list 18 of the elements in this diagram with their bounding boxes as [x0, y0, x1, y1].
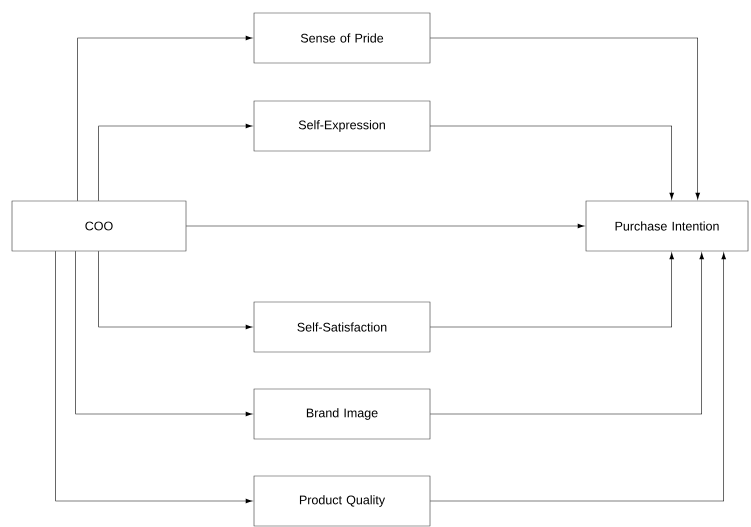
arrow — [430, 252, 674, 328]
arrow — [98, 124, 253, 201]
process-box: Product Quality — [254, 476, 430, 526]
arrow — [430, 38, 700, 200]
arrow — [75, 251, 253, 416]
arrow — [55, 251, 253, 504]
arrow — [430, 126, 674, 200]
process-box: Self-Expression — [254, 100, 430, 152]
arrow — [98, 251, 253, 330]
process-box: Sense of Pride — [254, 12, 430, 64]
process-box: Brand Image — [254, 388, 430, 440]
process-box: COO — [12, 200, 186, 252]
arrow — [77, 36, 253, 201]
process-box: Purchase Intention — [586, 200, 748, 252]
arrow — [430, 252, 704, 414]
process-box: Self-Satisfaction — [254, 302, 430, 352]
arrow — [186, 224, 585, 228]
arrow — [430, 252, 726, 502]
